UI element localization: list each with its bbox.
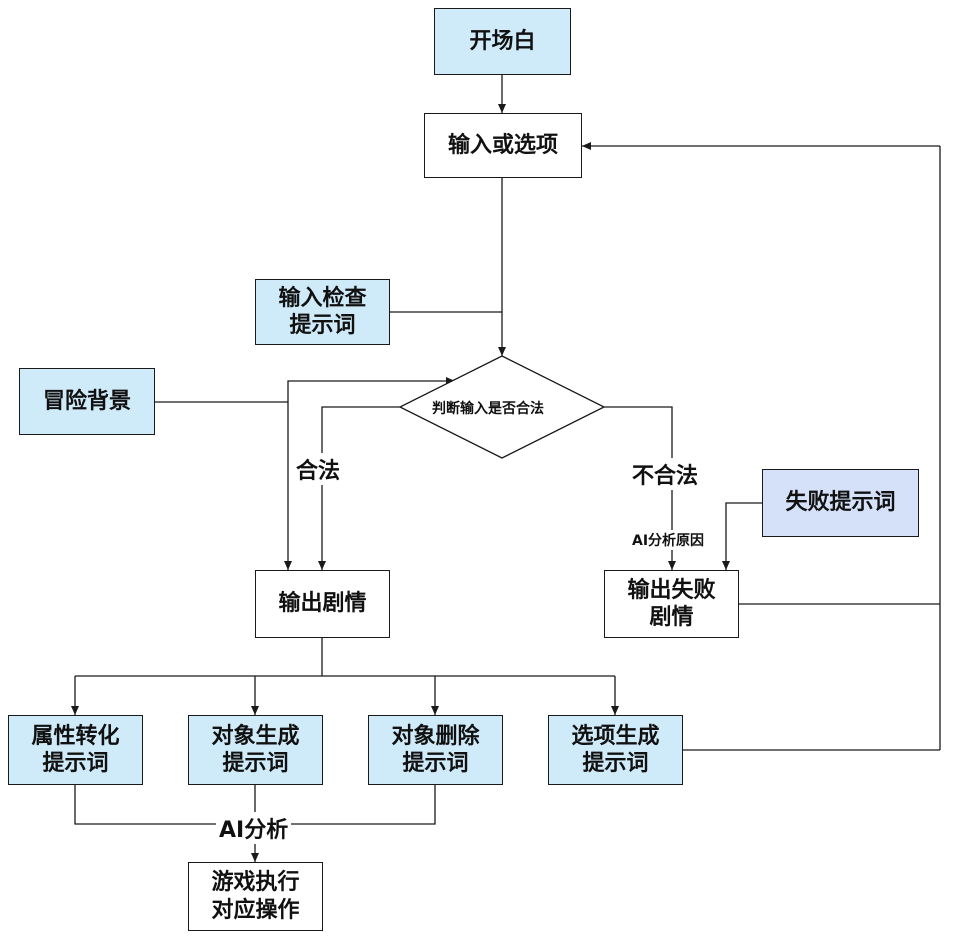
legal-label: 合法 [296,453,341,485]
output-failure-story-node: 输出失败 剧情 [604,570,739,638]
input-or-option-node: 输入或选项 [424,113,582,178]
output-story-node: 输出剧情 [255,570,390,638]
edge-judge-illegal [604,406,676,570]
object-gen-prompt-node: 对象生成 提示词 [188,715,323,785]
object-delete-prompt-node: 对象删除 提示词 [368,715,503,785]
judge-diamond [398,355,606,459]
option-gen-prompt-node: 选项生成 提示词 [548,715,683,785]
edge-background-to-output [155,401,292,570]
judge-label: 判断输入是否合法 [432,401,544,417]
input-check-prompt-node: 输入检查 提示词 [255,279,390,345]
adventure-background-node: 冒险背景 [19,368,155,435]
attr-convert-prompt-node: 属性转化 提示词 [8,715,143,785]
opening-node: 开场白 [434,8,571,75]
illegal-label: 不合法 [632,458,699,490]
game-exec-node: 游戏执行 对应操作 [188,862,323,931]
edge-background-to-judge [287,377,455,402]
ai-analysis-label: AI分析 [216,812,292,844]
failure-prompt-node: 失败提示词 [762,469,919,537]
edge-failure-prompt [722,502,762,570]
edge-judge-legal [318,406,400,570]
ai-reason-label: AI分析原因 [631,530,706,550]
